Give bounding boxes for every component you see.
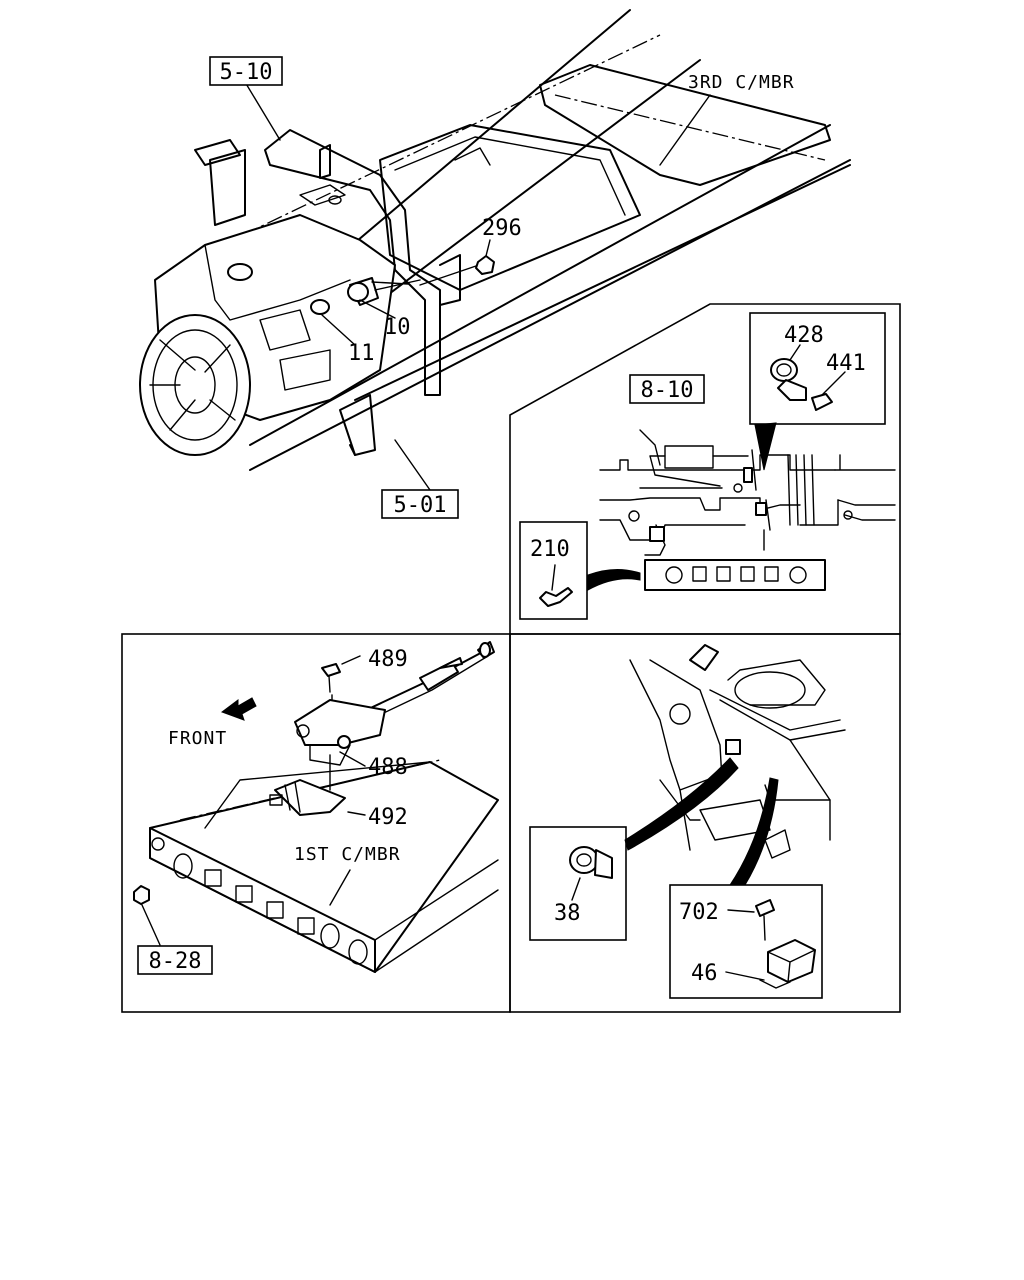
part-11: 11	[348, 341, 375, 366]
part-428: 428	[784, 323, 824, 348]
harness-view	[587, 422, 896, 591]
ref-8-28: 8-28	[149, 949, 202, 974]
clip-428-drawing	[770, 344, 846, 411]
part-492: 492	[368, 805, 408, 830]
part-210: 210	[530, 537, 570, 562]
caption-3rd-cmbr: 3RD C/MBR	[688, 72, 795, 93]
transmission-frame-view	[139, 9, 851, 491]
frame-rail-holes	[644, 559, 826, 591]
part-441: 441	[826, 351, 866, 376]
connector-8-10	[664, 445, 714, 469]
relay-46-drawing	[725, 899, 816, 989]
front-arrow-icon	[220, 697, 257, 721]
ref-5-01: 5-01	[394, 493, 447, 518]
switch-38-drawing	[569, 846, 613, 901]
ref-box-5-01	[381, 489, 459, 519]
ref-box-5-10	[209, 56, 283, 86]
ref-box-8-28	[137, 945, 213, 975]
speedo-cable-view	[133, 641, 499, 973]
part-488: 488	[368, 755, 408, 780]
cab-switch-view	[624, 644, 846, 886]
caption-front: FRONT	[168, 728, 227, 749]
part-489: 489	[368, 647, 408, 672]
inset-bolt-210	[519, 521, 588, 620]
part-10: 10	[384, 315, 411, 340]
inset-clip-428	[749, 312, 886, 425]
part-46: 46	[691, 961, 718, 986]
ref-8-10: 8-10	[641, 378, 694, 403]
caption-1st-cmbr: 1ST C/MBR	[294, 844, 401, 865]
inset-relay-46	[669, 884, 823, 999]
part-702: 702	[679, 900, 719, 925]
inset-switch-38	[529, 826, 627, 941]
ref-box-8-10	[629, 374, 705, 404]
ref-5-10: 5-10	[220, 60, 273, 85]
panel-border-cab-switch	[509, 633, 901, 1013]
bolt-210-drawing	[539, 564, 573, 607]
part-38: 38	[554, 901, 581, 926]
part-296: 296	[482, 216, 522, 241]
